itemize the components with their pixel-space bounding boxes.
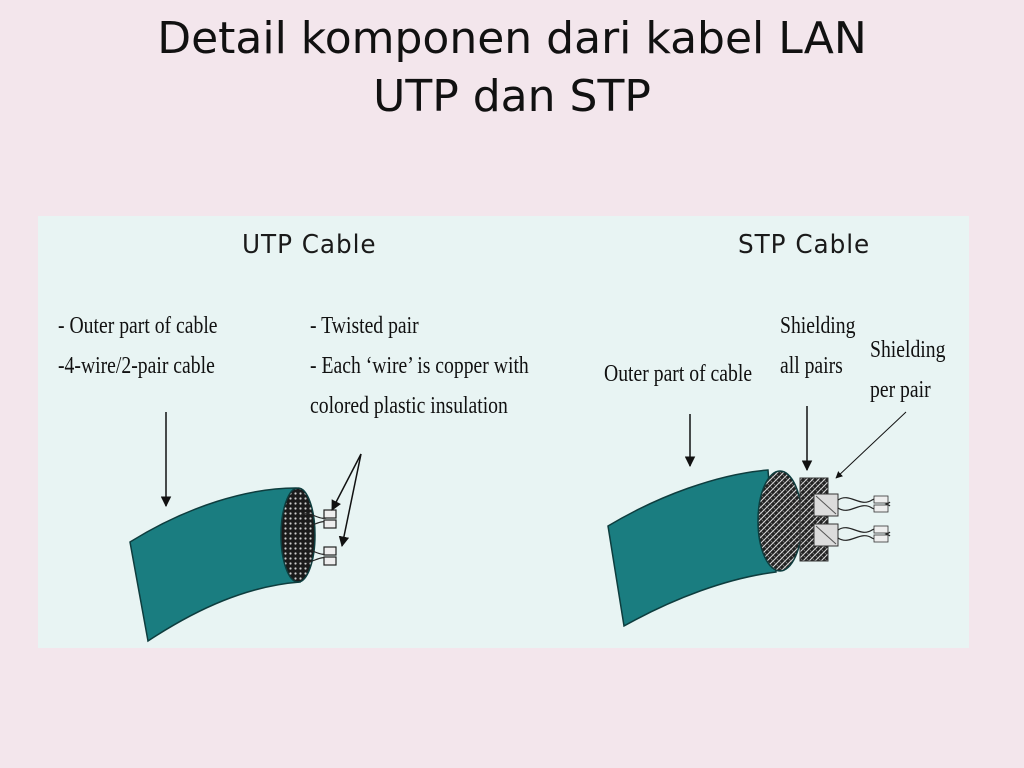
stp-cable-drawing [607, 406, 907, 628]
stp-shield-all-line-2: all pairs [780, 353, 843, 379]
stp-heading: STP Cable [738, 230, 871, 260]
stp-shield-all-line-1: Shielding [780, 313, 856, 339]
stp-outer-label: Outer part of cable [604, 361, 753, 387]
utp-pair-note-line-1: - Twisted pair [310, 313, 419, 339]
utp-twisted-pairs [299, 509, 337, 566]
utp-pair-arrow-1 [331, 453, 362, 511]
slide-title: Detail komponen dari kabel LAN UTP dan S… [0, 10, 1024, 126]
stp-overall-shield [757, 470, 803, 572]
slide-title-line-2: UTP dan STP [373, 71, 651, 122]
utp-heading: UTP Cable [242, 230, 377, 260]
stp-inner-shield [799, 477, 829, 562]
utp-pair-note-line-2: - Each ‘wire’ is copper with [310, 353, 529, 379]
utp-outer-note-line-2: -4-wire/2-pair cable [58, 353, 215, 379]
stp-shield-pair-line-2: per pair [870, 377, 931, 403]
utp-pair-note-line-3: colored plastic insulation [310, 393, 508, 419]
utp-cable-jacket [129, 487, 301, 643]
stp-cable-jacket [607, 469, 777, 628]
utp-cable-end [280, 487, 316, 583]
slide-title-line-1: Detail komponen dari kabel LAN [157, 13, 867, 64]
stp-shield-pair-arrow [835, 411, 907, 479]
cable-illustration [129, 406, 907, 643]
cable-figure: UTP Cable STP Cable - Outer part of cabl… [38, 216, 969, 648]
stp-shield-all-label: Shielding all pairs [780, 306, 855, 386]
stp-shield-pair-line-1: Shielding [870, 337, 946, 363]
stp-twisted-pairs [837, 497, 891, 541]
utp-cable-drawing [129, 412, 362, 643]
utp-outer-note-line-1: - Outer part of cable [58, 313, 218, 339]
stp-shield-pair-label: Shielding per pair [870, 330, 945, 410]
utp-outer-note: - Outer part of cable -4-wire/2-pair cab… [58, 306, 218, 386]
utp-pair-arrow-2 [338, 453, 362, 548]
stp-pair-shields [813, 493, 839, 547]
utp-pair-note: - Twisted pair - Each ‘wire’ is copper w… [310, 306, 529, 426]
